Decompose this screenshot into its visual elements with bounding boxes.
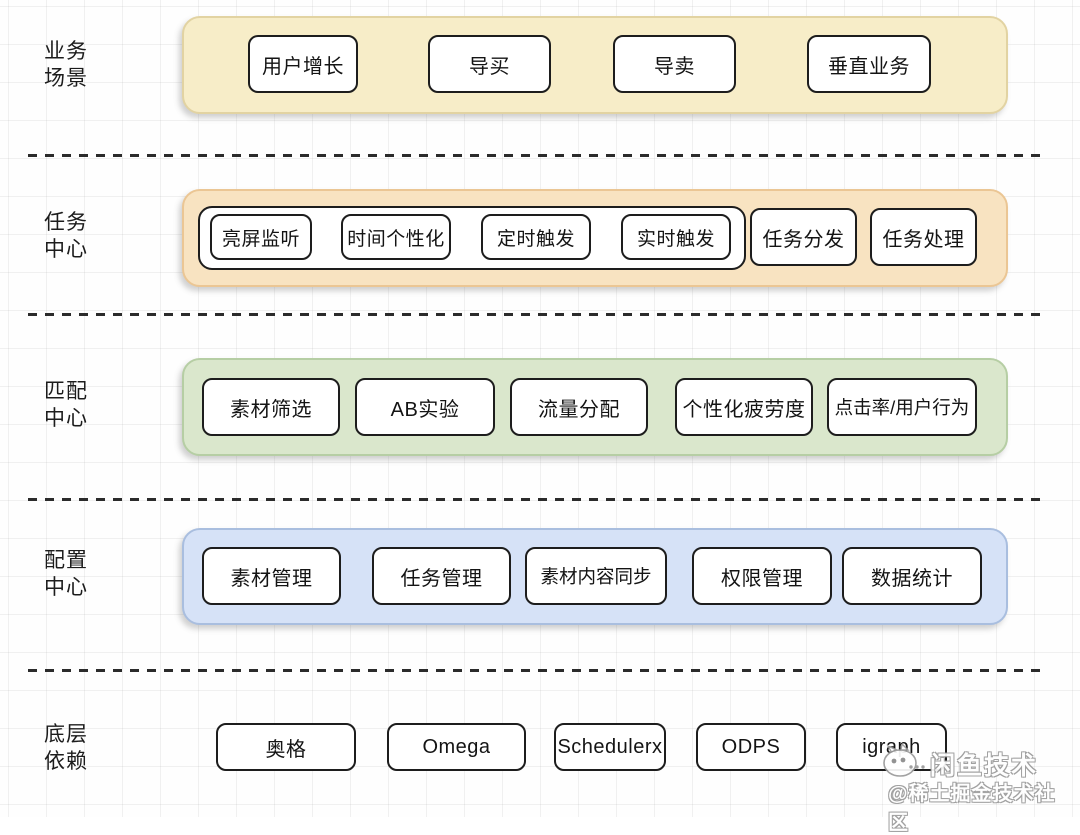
box-screen-on-listener: 亮屏监听 <box>210 214 312 260</box>
box-material-filtering: 素材筛选 <box>202 378 340 436</box>
container-config-center: 素材管理 任务管理 素材内容同步 权限管理 数据统计 <box>182 528 1008 625</box>
box-traffic-allocation: 流量分配 <box>510 378 648 436</box>
box-personalized-fatigue: 个性化疲劳度 <box>675 378 813 436</box>
box-material-management: 素材管理 <box>202 547 341 605</box>
dashed-separator-3 <box>28 498 1042 501</box>
box-data-statistics: 数据统计 <box>842 547 982 605</box>
box-realtime-trigger: 实时触发 <box>621 214 731 260</box>
box-vertical-business: 垂直业务 <box>807 35 931 93</box>
box-igraph: igraph <box>836 723 947 771</box>
row-label-config-center: 配置 中心 <box>44 549 88 599</box>
box-ctr-user-behavior: 点击率/用户行为 <box>827 378 977 436</box>
row-label-business-scenarios: 业务 场景 <box>44 40 88 90</box>
box-aoge: 奥格 <box>216 723 356 771</box>
dashed-separator-4 <box>28 669 1042 672</box>
container-business-scenarios: 用户增长 导买 导卖 垂直业务 <box>182 16 1008 114</box>
box-omega: Omega <box>387 723 526 771</box>
container-matching-center: 素材筛选 AB实验 流量分配 个性化疲劳度 点击率/用户行为 <box>182 358 1008 456</box>
box-time-personalization: 时间个性化 <box>341 214 451 260</box>
box-guide-selling: 导卖 <box>613 35 736 93</box>
dashed-separator-1 <box>28 154 1042 157</box>
box-user-growth: 用户增长 <box>248 35 358 93</box>
box-permission-management: 权限管理 <box>692 547 832 605</box>
box-task-dispatch: 任务分发 <box>750 208 857 266</box>
row-label-task-center: 任务 中心 <box>44 211 88 261</box>
watermark-community-text: @稀土掘金技术社区 <box>888 783 1056 834</box>
box-odps: ODPS <box>696 723 806 771</box>
box-material-content-sync: 素材内容同步 <box>525 547 667 605</box>
box-ab-experiment: AB实验 <box>355 378 495 436</box>
box-guide-buying: 导买 <box>428 35 551 93</box>
trigger-group: 亮屏监听 时间个性化 定时触发 实时触发 <box>198 206 746 270</box>
container-task-center: 亮屏监听 时间个性化 定时触发 实时触发 任务分发 任务处理 <box>182 189 1008 287</box>
row-label-matching-center: 匹配 中心 <box>44 380 88 430</box>
box-scheduled-trigger: 定时触发 <box>481 214 591 260</box>
dashed-separator-2 <box>28 313 1042 316</box>
box-schedulerx: Schedulerx <box>554 723 666 771</box>
row-label-base-dependencies: 底层 依赖 <box>44 723 88 773</box>
box-task-processing: 任务处理 <box>870 208 977 266</box>
box-task-management: 任务管理 <box>372 547 511 605</box>
